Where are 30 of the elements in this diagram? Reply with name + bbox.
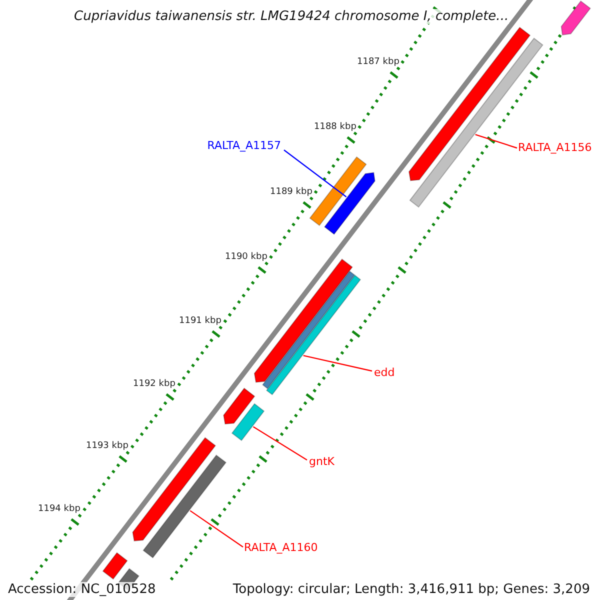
gene-label: RALTA_A1157	[207, 139, 281, 152]
gene-bar	[231, 403, 265, 442]
leader-line	[252, 426, 308, 460]
gene-label: edd	[374, 366, 395, 379]
gene-bar	[266, 274, 362, 396]
scale-label: 1187 kbp	[357, 57, 400, 67]
scale-label: 1190 kbp	[225, 252, 268, 262]
gene-bar	[223, 388, 256, 425]
genome-info-text: Topology: circular; Length: 3,416,911 bp; Genes: 3,209	[232, 582, 590, 597]
gene-bar	[262, 270, 356, 390]
accession-text: Accession: NC_010528	[8, 582, 156, 597]
scale-label: 1193 kbp	[86, 441, 128, 451]
scale-label: 1191 kbp	[179, 316, 222, 326]
scale-label: 1192 kbp	[133, 379, 176, 389]
title: Cupriavidus taiwanensis str. LMG19424 chromosome I, complete...	[74, 9, 509, 24]
gene-label: RALTA_A1160	[244, 541, 318, 554]
gene-label: RALTA_A1156	[518, 141, 592, 154]
scale-label: 1188 kbp	[314, 122, 356, 132]
leader-line	[284, 150, 347, 198]
gene-bar	[560, 0, 591, 36]
gene-bar	[324, 172, 376, 235]
leader-line	[475, 134, 518, 149]
gene-bar	[132, 437, 216, 542]
gene-bar	[142, 454, 227, 558]
gene-bar	[102, 552, 128, 580]
leader-line	[190, 510, 244, 548]
leader-line	[303, 354, 372, 372]
gene-label: gntK	[309, 455, 334, 468]
scale-label: 1194 kbp	[38, 504, 80, 514]
scale-label: 1189 kbp	[270, 187, 312, 197]
